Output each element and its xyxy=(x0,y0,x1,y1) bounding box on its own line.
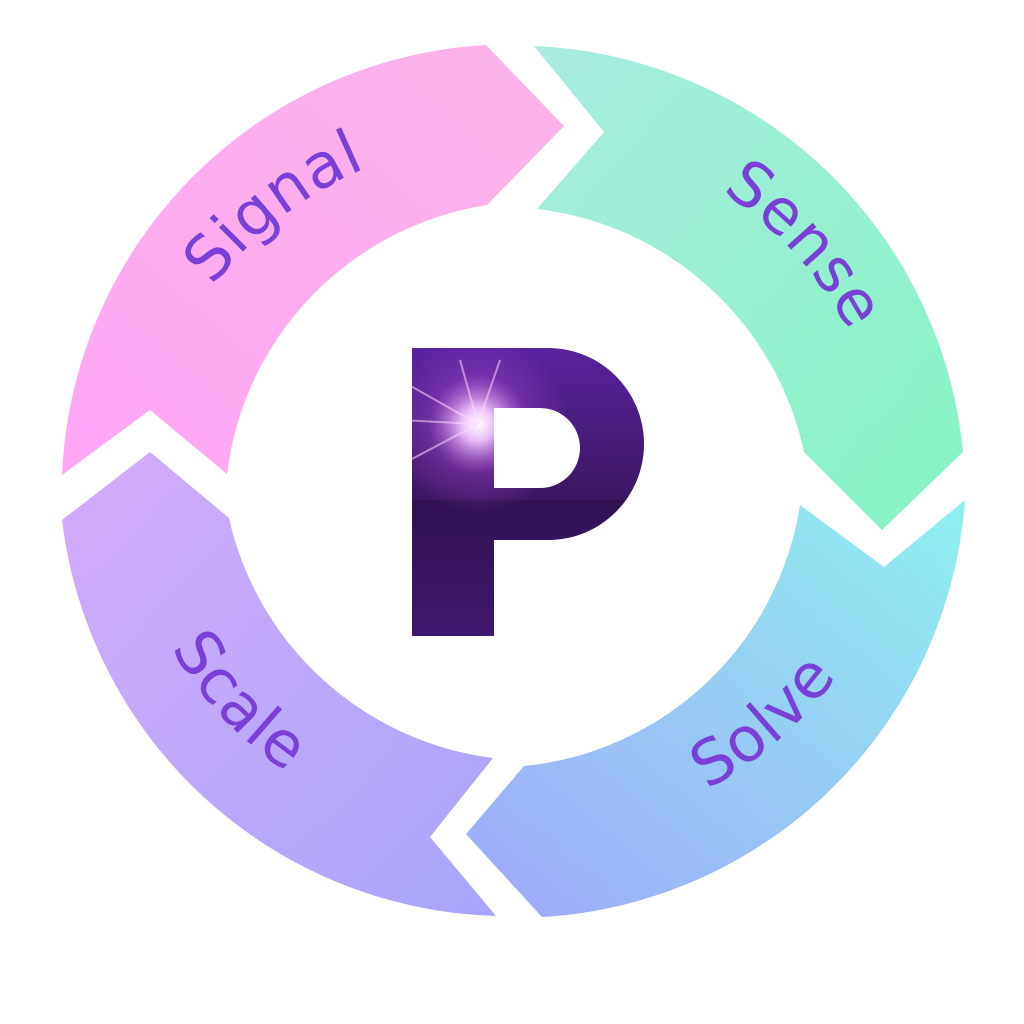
segment-sense: Sense xyxy=(534,46,963,530)
center-letter: P xyxy=(528,635,529,637)
segment-solve: Solve xyxy=(466,500,965,917)
center-p-logo: P xyxy=(412,348,644,637)
segment-scale: Scale xyxy=(62,452,496,916)
